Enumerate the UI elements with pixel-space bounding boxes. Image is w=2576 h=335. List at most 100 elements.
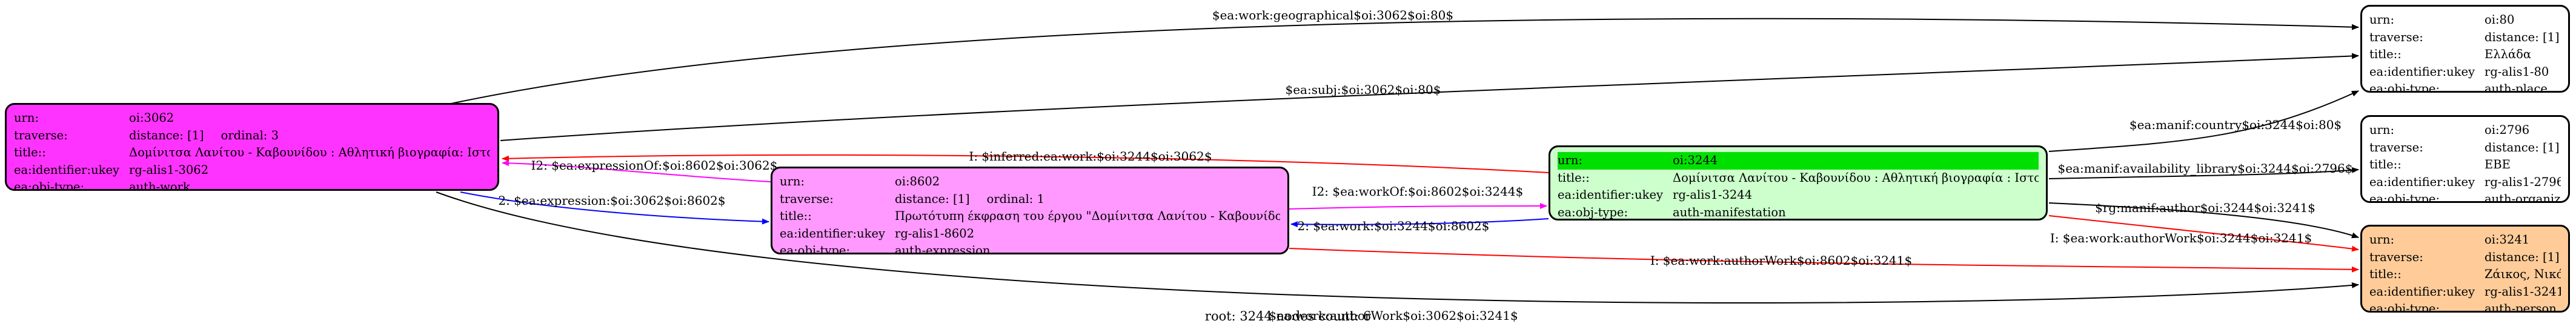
field-value: oi:3241 — [2485, 231, 2529, 249]
field-key: traverse: — [780, 191, 834, 206]
node-field-row: ea:obj-type: auth-manifestation — [1558, 204, 2039, 219]
field-value: rg-alis1-8602 — [895, 225, 974, 243]
field-value: auth-person — [2485, 300, 2557, 313]
edge-label: $ea:manif:country$oi:3244$oi:80$ — [2130, 118, 2342, 132]
node-field-row: urn: oi:3241 — [2369, 231, 2561, 249]
field-value: rg-alis1-3244 — [1673, 187, 1752, 204]
field-key: ea:identifier:ukey — [1558, 188, 1663, 202]
node-field-row: ea:obj-type:auth-work — [14, 179, 490, 191]
field-value-part: auth-manifestation — [1673, 205, 1786, 219]
edge-label: $ea:manif:availability_library$oi:3244$o… — [2058, 161, 2353, 176]
node-field-row: title::Δομίνιτσα Λανίτου - Καβουνίδου : … — [14, 144, 490, 162]
field-value-part: auth-expression — [895, 244, 991, 254]
edge-arrow — [436, 191, 2359, 303]
field-value-part: Δομίνιτσα Λανίτου - Καβουνίδου : Αθλητικ… — [1673, 170, 2039, 185]
edge-arrow — [502, 154, 1549, 173]
node-field-row: title::Δομίνιτσα Λανίτου - Καβουνίδου : … — [1558, 170, 2039, 187]
field-key: urn: — [2369, 233, 2395, 247]
field-value: Πρωτότυπη έκφραση του έργου "Δομίνιτσα Λ… — [895, 208, 1280, 225]
node-field-row: urn: oi:8602 — [780, 173, 1280, 191]
field-value: auth-expression — [895, 242, 991, 254]
field-value: auth-place — [2485, 81, 2548, 93]
edge-label: 2: $ea:expression:$oi:3062$oi:8602$ — [498, 193, 725, 208]
field-value: distance: [1]ordinal: 1 — [895, 191, 1044, 208]
node-field-row: traverse:distance: [1]ordinal: 3 — [14, 127, 490, 145]
field-value-part: oi:8602 — [895, 174, 940, 188]
edge-arrow — [448, 18, 2359, 105]
node-field-row: traverse:distance: [1]ordinal: 5 — [2369, 139, 2561, 157]
field-value: auth-work — [129, 179, 190, 191]
field-value-part: rg-alis1-3244 — [1673, 188, 1753, 202]
edge-arrow — [1290, 218, 1549, 228]
edge-arrow — [2048, 202, 2359, 239]
field-value-part: distance: [1] — [895, 191, 970, 206]
edge-arrow — [1289, 248, 2359, 273]
field-key: traverse: — [2369, 140, 2423, 154]
field-value-part: Πρωτότυπη έκφραση του έργου "Δομίνιτσα Λ… — [895, 209, 1280, 223]
field-value: Ελλάδα — [2485, 46, 2531, 64]
field-key: urn: — [780, 174, 805, 188]
field-value-part: distance: [1] — [2485, 30, 2560, 44]
node-oi-8602[interactable]: urn: oi:8602 traverse: distance: [1]ordinal… — [771, 167, 1289, 254]
field-value-part: auth-person — [2485, 302, 2557, 313]
field-value-part: distance: [1] — [129, 128, 204, 142]
field-value-part: ordinal: 3 — [221, 128, 279, 142]
node-field-row: title::Ελλάδα — [2369, 46, 2561, 64]
node-field-row: urn:oi:3244 — [1558, 152, 2039, 170]
field-value-part: rg-alis1-3241 — [2485, 284, 2561, 299]
graph-footer: root: 3244 nodes count: 6 — [1204, 309, 1372, 323]
edge-label: $ea:subj:$oi:3062$oi:80$ — [1286, 82, 1441, 97]
field-value-part: rg-alis1-8602 — [895, 226, 975, 240]
field-key: ea:identifier:ukey — [14, 162, 119, 177]
field-key: title:: — [780, 209, 812, 223]
field-value: oi:3062 — [129, 110, 174, 127]
field-value-part: oi:2796 — [2485, 123, 2530, 137]
field-value: rg-alis1-3062 — [129, 162, 208, 179]
field-key: ea:obj-type: — [1558, 205, 1628, 219]
node-field-row: title::Πρωτότυπη έκφραση του έργου "Δομί… — [780, 208, 1280, 225]
field-value: Δομίνιτσα Λανίτου - Καβουνίδου : Αθλητικ… — [129, 144, 490, 162]
edge-label: $ea:work:authorWork$oi:3062$oi:3241$ — [1269, 308, 1518, 323]
node-field-row: traverse: distance: [1]ordinal: 2 — [2369, 29, 2561, 47]
field-value: distance: [1] ordinal: 3 — [129, 127, 279, 145]
edge-arrow — [460, 191, 769, 225]
node-field-row: ea:obj-type:auth-organization — [2369, 191, 2561, 203]
field-value: oi:2796 — [2485, 122, 2529, 139]
field-key: ea:obj-type: — [2369, 192, 2440, 203]
node-field-row: ea:identifier:ukey rg-alis1-3062 — [14, 162, 490, 179]
field-value-part: distance: [1] — [2485, 140, 2560, 154]
field-value-part: auth-place — [2485, 82, 2548, 93]
node-field-row: urn:oi:3062 — [14, 110, 490, 127]
edge-label: I2: $ea:expressionOf:$oi:8602$oi:3062$ — [531, 158, 778, 173]
edge-arrow — [500, 53, 2359, 141]
node-field-row: title::EBE — [2369, 156, 2561, 174]
field-value: distance: [1]ordinal: 2 — [2485, 29, 2561, 47]
node-field-row: urn: oi:80 — [2369, 12, 2561, 29]
node-oi-80[interactable]: urn: oi:80 traverse: distance: [1]ordinal: … — [2360, 5, 2570, 93]
field-key: title:: — [2369, 47, 2402, 61]
field-value-part: oi:3062 — [129, 111, 174, 125]
edge-label: $rg:manif:author$oi:3244$oi:3241$ — [2095, 201, 2315, 215]
field-value: rg-alis1-3241 — [2485, 284, 2561, 301]
field-value: Δομίνιτσα Λανίτου - Καβουνίδου : Αθλητικ… — [1673, 170, 2039, 187]
field-value: rg-alis1-80 — [2485, 64, 2549, 81]
field-value: Ζάικος, Νικόλαος — [2485, 266, 2561, 284]
node-field-row: traverse:distance: [1]ordinal: 4 — [2369, 249, 2561, 267]
field-value: oi:80 — [2485, 12, 2514, 29]
field-value-part: Ζάικος, Νικόλαος — [2485, 267, 2561, 281]
field-key: urn: — [2369, 13, 2395, 27]
edge-arrow — [502, 160, 771, 182]
edge-label: I2: $ea:workOf:$oi:8602$oi:3244$ — [1312, 184, 1524, 199]
edge-arrow — [2048, 90, 2359, 152]
node-field-row: ea:identifier:ukey rg-alis1-3244 — [1558, 187, 2039, 204]
field-key: traverse: — [2369, 30, 2423, 44]
field-value-part: auth-work — [129, 180, 190, 191]
field-value-part: rg-alis1-80 — [2485, 64, 2549, 79]
